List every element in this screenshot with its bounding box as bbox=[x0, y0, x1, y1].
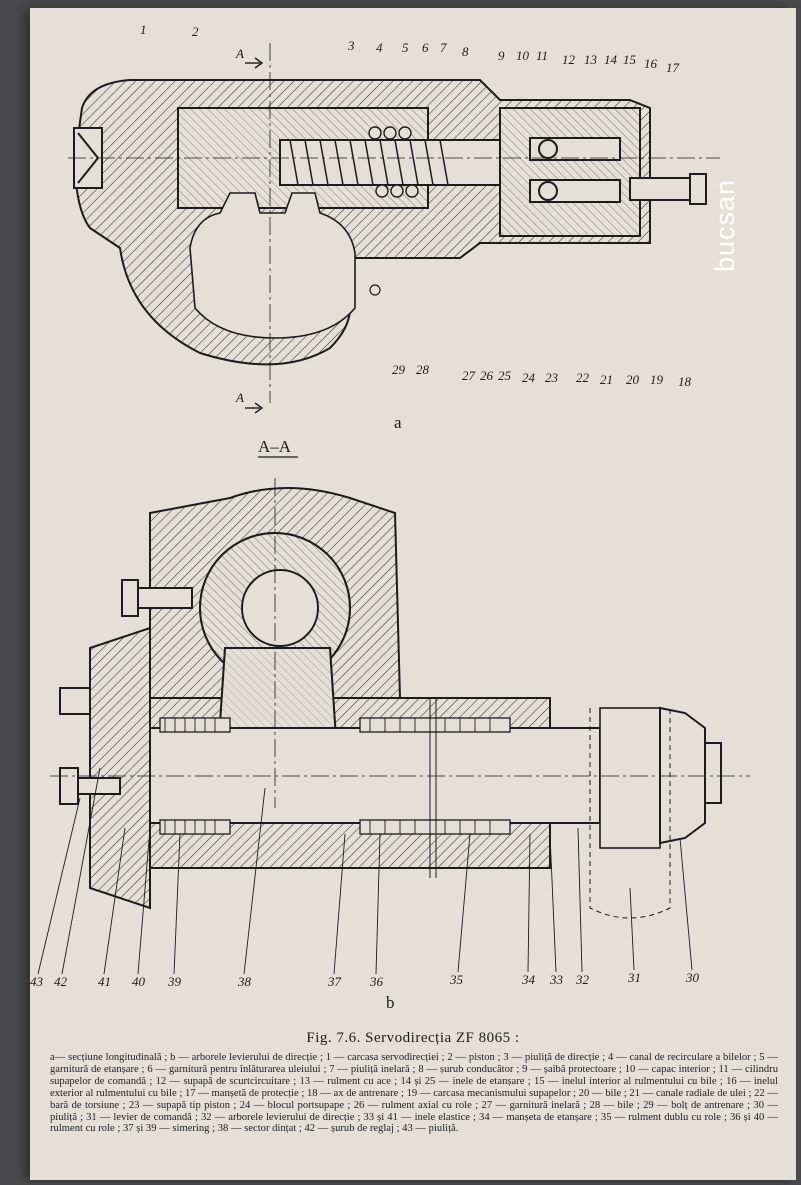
callout: 33 bbox=[549, 972, 564, 987]
book-page: 1 2 3 4 5 6 7 8 9 10 11 12 13 14 15 16 1… bbox=[30, 8, 796, 1180]
callout: 2 bbox=[192, 24, 199, 39]
callout: 4 bbox=[376, 40, 383, 55]
callout: 29 bbox=[392, 362, 406, 377]
view-b-leader-lines bbox=[37, 767, 693, 975]
callout: 13 bbox=[584, 52, 598, 67]
view-b-callouts: 43 42 41 40 39 38 37 36 35 34 33 32 31 3… bbox=[30, 970, 700, 989]
figure-caption-title: Fig. 7.6. Servodirecția ZF 8065 : bbox=[306, 1030, 520, 1046]
callout: 10 bbox=[516, 48, 530, 63]
callout: 12 bbox=[562, 52, 576, 67]
view-a-section bbox=[68, 43, 720, 414]
view-b-sublabel: b bbox=[386, 993, 395, 1012]
callout: 24 bbox=[522, 370, 536, 385]
callout: 20 bbox=[626, 372, 640, 387]
callout: 41 bbox=[98, 974, 111, 989]
callout: 30 bbox=[685, 970, 700, 985]
callout: 35 bbox=[449, 972, 464, 987]
callout: 28 bbox=[416, 362, 430, 377]
callout: 42 bbox=[54, 974, 68, 989]
view-a-sublabel: a bbox=[394, 413, 402, 432]
callout: 16 bbox=[644, 56, 658, 71]
watermark: bucsan bbox=[710, 150, 764, 310]
section-marker-bottom: A bbox=[235, 390, 244, 405]
callout: 26 bbox=[480, 368, 494, 383]
callout: 21 bbox=[600, 372, 613, 387]
callout: 7 bbox=[440, 40, 447, 55]
callout: 19 bbox=[650, 372, 664, 387]
callout: 18 bbox=[678, 374, 692, 389]
callout: 1 bbox=[140, 22, 147, 37]
section-marker-top: A bbox=[235, 46, 244, 61]
callout: 43 bbox=[30, 974, 44, 989]
callout: 40 bbox=[132, 974, 146, 989]
view-b-section bbox=[50, 478, 750, 919]
callout: 6 bbox=[422, 40, 429, 55]
callout: 5 bbox=[402, 40, 409, 55]
callout: 9 bbox=[498, 48, 505, 63]
callout: 39 bbox=[167, 974, 182, 989]
section-title: A–A bbox=[258, 437, 292, 456]
callout: 36 bbox=[369, 974, 384, 989]
callout: 22 bbox=[576, 370, 590, 385]
callout: 37 bbox=[327, 974, 342, 989]
technical-drawing: 1 2 3 4 5 6 7 8 9 10 11 12 13 14 15 16 1… bbox=[30, 22, 750, 1012]
callout: 8 bbox=[462, 44, 469, 59]
callout: 34 bbox=[521, 972, 536, 987]
callout: 27 bbox=[462, 368, 476, 383]
view-a-callouts-bottom: 29 28 27 26 25 24 23 22 21 20 19 18 bbox=[392, 362, 692, 389]
callout: 38 bbox=[237, 974, 252, 989]
view-a-callouts-top: 1 2 3 4 5 6 7 8 9 10 11 12 13 14 15 16 1… bbox=[140, 22, 680, 75]
figure-caption-text: a— secțiune longitudinală ; b — arborele… bbox=[50, 1052, 778, 1135]
view-a-markers: A A a bbox=[235, 46, 402, 432]
callout: 23 bbox=[545, 370, 559, 385]
callout: 11 bbox=[536, 48, 548, 63]
callout: 32 bbox=[575, 972, 590, 987]
callout: 14 bbox=[604, 52, 618, 67]
callout: 25 bbox=[498, 368, 512, 383]
callout: 31 bbox=[627, 970, 641, 985]
callout: 15 bbox=[623, 52, 637, 67]
callout: 17 bbox=[666, 60, 680, 75]
callout: 3 bbox=[347, 38, 355, 53]
watermark-text: bucsan bbox=[710, 178, 741, 273]
